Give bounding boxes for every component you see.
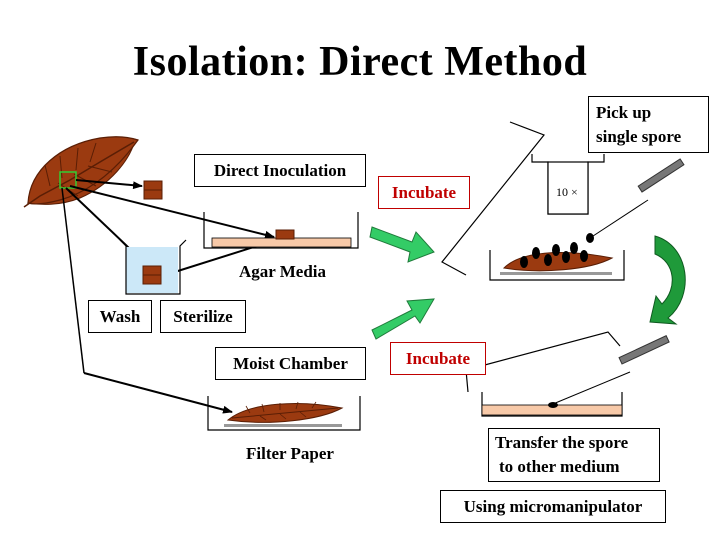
moist-chamber-label: Moist Chamber [233, 353, 348, 373]
wash-beaker [119, 239, 187, 295]
direct-inoculation-box: Direct Inoculation [194, 154, 366, 187]
leaf-illustration [23, 136, 139, 208]
curved-green-arrow [649, 235, 686, 325]
pick-up-label-line2: single spore [596, 126, 682, 146]
micromanipulator-label: Using micromanipulator [463, 496, 643, 516]
microscope-view [441, 121, 685, 281]
slide-title: Isolation: Direct Method [132, 39, 588, 85]
wash-label: Wash [99, 306, 141, 326]
needle-holder-top [637, 158, 685, 193]
sterilize-label: Sterilize [173, 306, 233, 326]
green-arrow-bottom [371, 298, 435, 340]
magnification-label: 10 × [556, 185, 578, 199]
agar-plate [203, 212, 359, 249]
incubate-bottom-box: Incubate [390, 342, 486, 375]
needle-holder-bottom [618, 335, 670, 365]
pick-up-box: Pick up single spore [588, 96, 709, 153]
transfer-plate [465, 331, 670, 417]
moist-chamber-dish [207, 396, 361, 431]
incubate-top-label: Incubate [391, 182, 457, 202]
filter-paper-label: Filter Paper [246, 444, 334, 463]
transfer-label-line2: to other medium [499, 457, 620, 476]
transfer-label-line1: Transfer the spore [495, 433, 629, 452]
transfer-box: Transfer the spore to other medium [488, 428, 660, 482]
agar-media-label: Agar Media [239, 262, 327, 281]
green-arrow-top [369, 226, 435, 263]
pick-up-label-line1: Pick up [596, 102, 652, 122]
wash-box: Wash [88, 300, 152, 333]
incubate-bottom-label: Incubate [405, 348, 471, 368]
sterilize-box: Sterilize [160, 300, 246, 333]
moist-chamber-box: Moist Chamber [215, 347, 366, 380]
micromanipulator-box: Using micromanipulator [440, 490, 666, 523]
direct-inoculation-label: Direct Inoculation [213, 160, 347, 180]
incubate-top-box: Incubate [378, 176, 470, 209]
